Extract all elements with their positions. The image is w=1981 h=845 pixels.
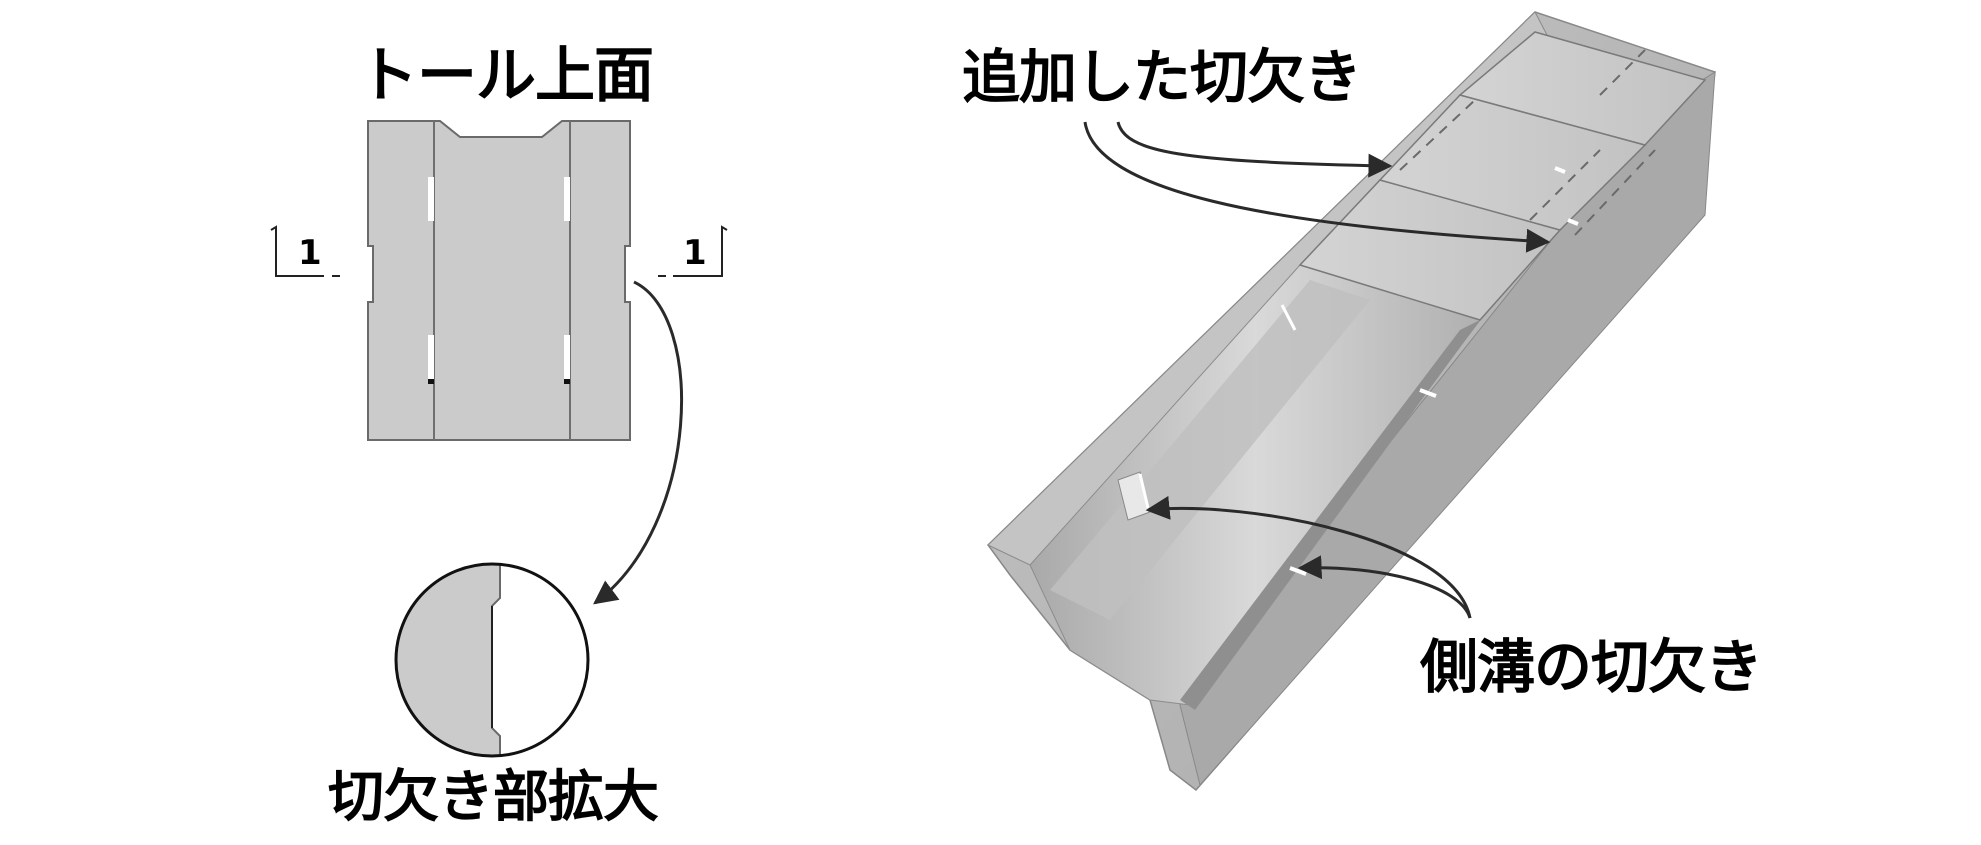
channel-3d xyxy=(987,11,1716,792)
section-marker-right xyxy=(658,225,728,277)
added-notch-arrow-1 xyxy=(1116,121,1393,178)
section-marker-left xyxy=(270,225,340,277)
added-notch-arrow-2 xyxy=(1083,121,1551,253)
side-notch-arrow-1 xyxy=(1145,495,1472,619)
added-notch-label: 追加した切欠き xyxy=(962,43,1362,111)
zoom-view-title: 切欠き部拡大 xyxy=(328,765,659,830)
top-view-plan xyxy=(367,120,631,441)
zoom-arrow xyxy=(593,280,684,605)
top-view-title: トール上面 xyxy=(358,41,654,111)
side-notch-arrow-2 xyxy=(1297,555,1472,619)
section-label-right: 1 xyxy=(683,233,707,273)
side-ditch-notch-label: 側溝の切欠き xyxy=(1420,633,1763,701)
section-label-left: 1 xyxy=(298,233,322,273)
zoom-circle xyxy=(394,562,590,758)
